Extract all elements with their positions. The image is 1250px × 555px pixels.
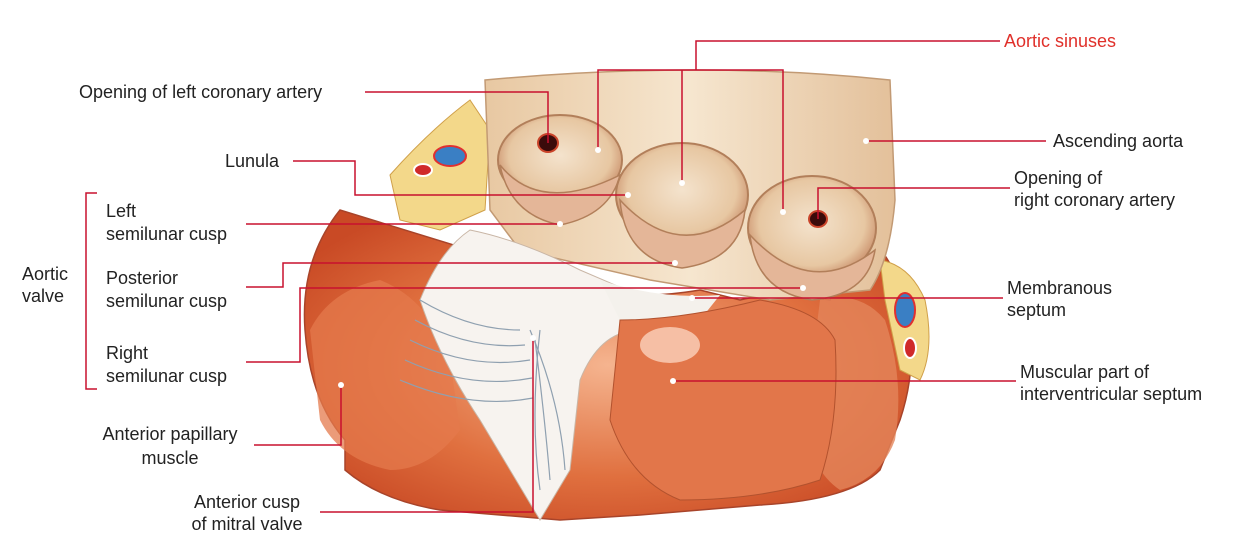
right-cusp xyxy=(749,232,877,301)
leader-dots xyxy=(338,138,869,388)
label-ant-papillary-line1: Anterior papillary xyxy=(102,424,238,444)
label-muscular-line1: Muscular part of xyxy=(1020,362,1150,382)
label-left-cusp-line2: semilunar cusp xyxy=(106,224,228,244)
label-ant-papillary-line2: muscle xyxy=(141,448,199,468)
label-opening-right-coronary-line2: right coronary artery xyxy=(1014,190,1176,210)
label-aortic-valve-line1: Aortic xyxy=(22,264,69,284)
left-vessel-blue xyxy=(433,145,467,167)
chordae-tendineae xyxy=(399,299,566,491)
label-muscular-line2: interventricular septum xyxy=(1020,384,1203,404)
mitral-fibrous-region xyxy=(419,229,651,521)
muscular-septum xyxy=(609,299,837,501)
label-membranous-line2: septum xyxy=(1007,300,1067,320)
label-ant-cusp-line2: of mitral valve xyxy=(191,514,303,534)
leader-lines xyxy=(85,40,1046,513)
label-posterior-cusp-line1: Posterior xyxy=(106,268,179,288)
label-aortic-sinuses: Aortic sinuses xyxy=(1004,31,1117,51)
left-fat xyxy=(389,99,491,231)
label-ant-cusp-line1: Anterior cusp xyxy=(193,492,301,512)
label-posterior-cusp-line2: semilunar cusp xyxy=(106,291,228,311)
label-right-cusp-line1: Right xyxy=(106,343,149,363)
membranous-septum-area xyxy=(600,280,720,323)
label-membranous-line1: Membranous xyxy=(1007,278,1113,298)
right-vessel-blue xyxy=(894,292,916,328)
posterior-cusp xyxy=(619,197,746,269)
label-left-cusp-line1: Left xyxy=(106,201,137,221)
label-opening-left-coronary: Opening of left coronary artery xyxy=(79,82,323,102)
right-vessel-red xyxy=(903,337,917,359)
label-aortic-valve-line2: valve xyxy=(22,286,65,306)
label-right-cusp-line2: semilunar cusp xyxy=(106,366,228,386)
septum-highlight xyxy=(640,327,700,363)
left-vessel-red xyxy=(413,163,433,177)
label-ascending-aorta: Ascending aorta xyxy=(1053,131,1184,151)
label-lunula: Lunula xyxy=(225,151,280,171)
label-opening-right-coronary-line1: Opening of xyxy=(1014,168,1103,188)
left-trabeculae xyxy=(310,280,460,470)
